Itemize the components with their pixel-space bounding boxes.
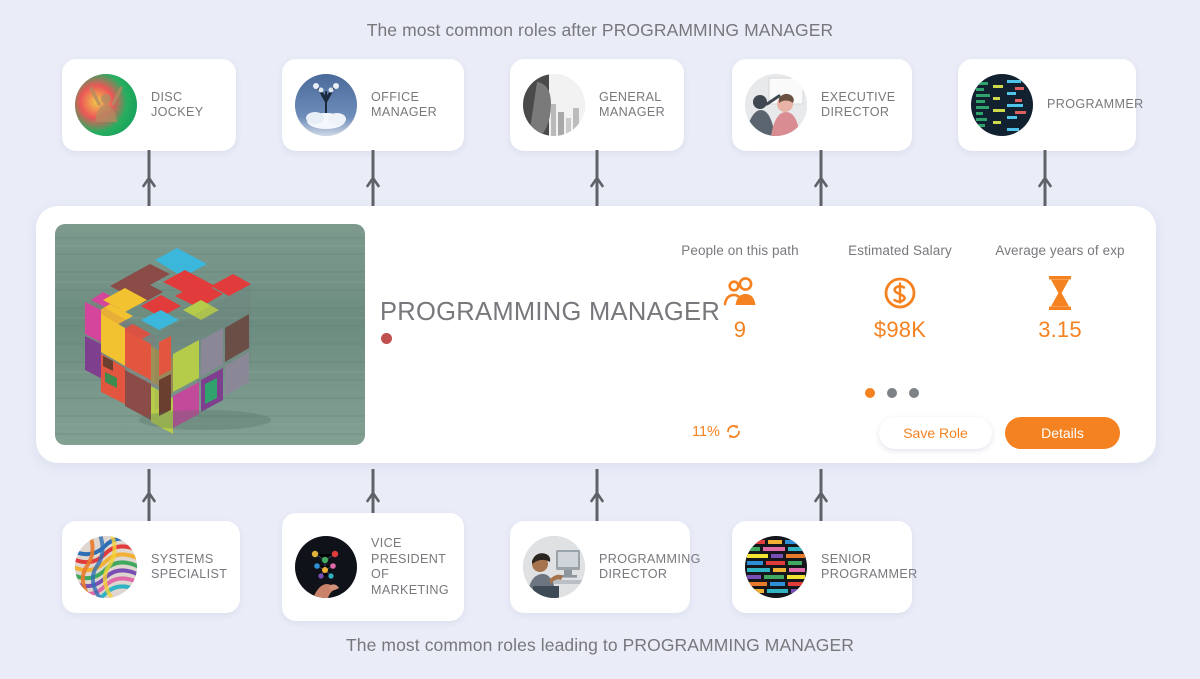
people-icon	[660, 273, 820, 313]
connector-arrow-up-next-0	[142, 150, 156, 206]
stat-estimated-salary: Estimated Salary $98K	[820, 243, 980, 343]
role-card-next-4[interactable]: PROGRAMMER	[958, 59, 1143, 151]
executive-director-thumb	[745, 74, 807, 136]
role-card-label: VICE PRESIDENT OF MARKETING	[371, 536, 450, 597]
stat-label: People on this path	[681, 243, 799, 258]
stat-label: Average years of exp	[995, 243, 1125, 258]
connector-arrow-up-next-2	[590, 150, 604, 206]
role-card-label: EXECUTIVE DIRECTOR	[821, 89, 896, 120]
stat-people-on-this-path: People on this path 9	[660, 243, 820, 343]
hourglass-icon	[980, 273, 1140, 313]
connector-arrow-up-next-1	[366, 150, 380, 206]
page-title: PROGRAMMING MANAGER	[380, 298, 721, 326]
role-card-label: SENIOR PROGRAMMER	[821, 551, 918, 582]
cables-thumb	[75, 536, 137, 598]
pager-dot-2[interactable]	[909, 388, 919, 398]
stats-row: People on this path 9 Estimated Salary	[660, 243, 1140, 343]
role-card-label: OFFICE MANAGER	[371, 89, 438, 120]
marketing-network-thumb	[295, 536, 357, 598]
role-card-label: GENERAL MANAGER	[599, 89, 666, 120]
role-card-next-3[interactable]: EXECUTIVE DIRECTOR	[732, 59, 912, 151]
stat-average-years-exp: Average years of exp 3.15	[980, 243, 1140, 343]
carousel-pager[interactable]	[865, 388, 919, 398]
role-card-label: DISC JOCKEY	[151, 89, 204, 120]
dj-silhouette-thumb	[75, 74, 137, 136]
connector-arrow-up-prev-3	[814, 469, 828, 525]
stat-value: 3.15	[1038, 317, 1082, 342]
dollar-circle-icon	[820, 273, 980, 313]
code-words-thumb	[745, 536, 807, 598]
role-card-next-1[interactable]: OFFICE MANAGER	[282, 59, 464, 151]
pager-dot-0[interactable]	[865, 388, 875, 398]
details-button[interactable]: Details	[1005, 417, 1120, 449]
connector-arrow-up-prev-1	[366, 469, 380, 525]
pager-dot-1[interactable]	[887, 388, 897, 398]
role-card-prev-0[interactable]: SYSTEMS SPECIALIST	[62, 521, 240, 613]
role-card-next-2[interactable]: GENERAL MANAGER	[510, 59, 684, 151]
status-badge	[381, 333, 392, 344]
connector-arrow-up-prev-0	[142, 469, 156, 525]
role-card-prev-2[interactable]: PROGRAMMING DIRECTOR	[510, 521, 700, 613]
stat-value: 9	[733, 317, 747, 342]
role-card-prev-3[interactable]: SENIOR PROGRAMMER	[732, 521, 917, 613]
current-role-card[interactable]: PROGRAMMING MANAGER People on this path …	[36, 206, 1156, 463]
developer-desk-thumb	[523, 536, 585, 598]
stat-label: Estimated Salary	[848, 243, 952, 258]
match-percent-value: 11%	[692, 423, 720, 440]
stat-value: $98K	[873, 317, 927, 342]
connector-arrow-up-next-4	[1038, 150, 1052, 206]
role-card-next-0[interactable]: DISC JOCKEY	[62, 59, 236, 151]
role-card-label: PROGRAMMER	[1047, 97, 1144, 112]
colorful-wooden-puzzle-cube-image	[55, 224, 365, 445]
bottom-caption: The most common roles leading to PROGRAM…	[346, 635, 854, 655]
connector-arrow-up-prev-2	[590, 469, 604, 525]
current-role-title-block: PROGRAMMING MANAGER	[380, 297, 720, 344]
save-role-button[interactable]: Save Role	[879, 417, 992, 449]
match-percentage: 11%	[692, 423, 742, 440]
role-card-label: SYSTEMS SPECIALIST	[151, 551, 228, 582]
role-card-label: PROGRAMMING DIRECTOR	[599, 551, 701, 582]
general-manager-thumb	[523, 74, 585, 136]
connector-arrow-up-next-3	[814, 150, 828, 206]
refresh-cycle-icon[interactable]	[725, 423, 742, 440]
programmer-code-thumb	[971, 74, 1033, 136]
office-manager-thumb	[295, 74, 357, 136]
role-card-prev-1[interactable]: VICE PRESIDENT OF MARKETING	[282, 513, 464, 621]
top-caption: The most common roles after PROGRAMMING …	[366, 20, 834, 40]
